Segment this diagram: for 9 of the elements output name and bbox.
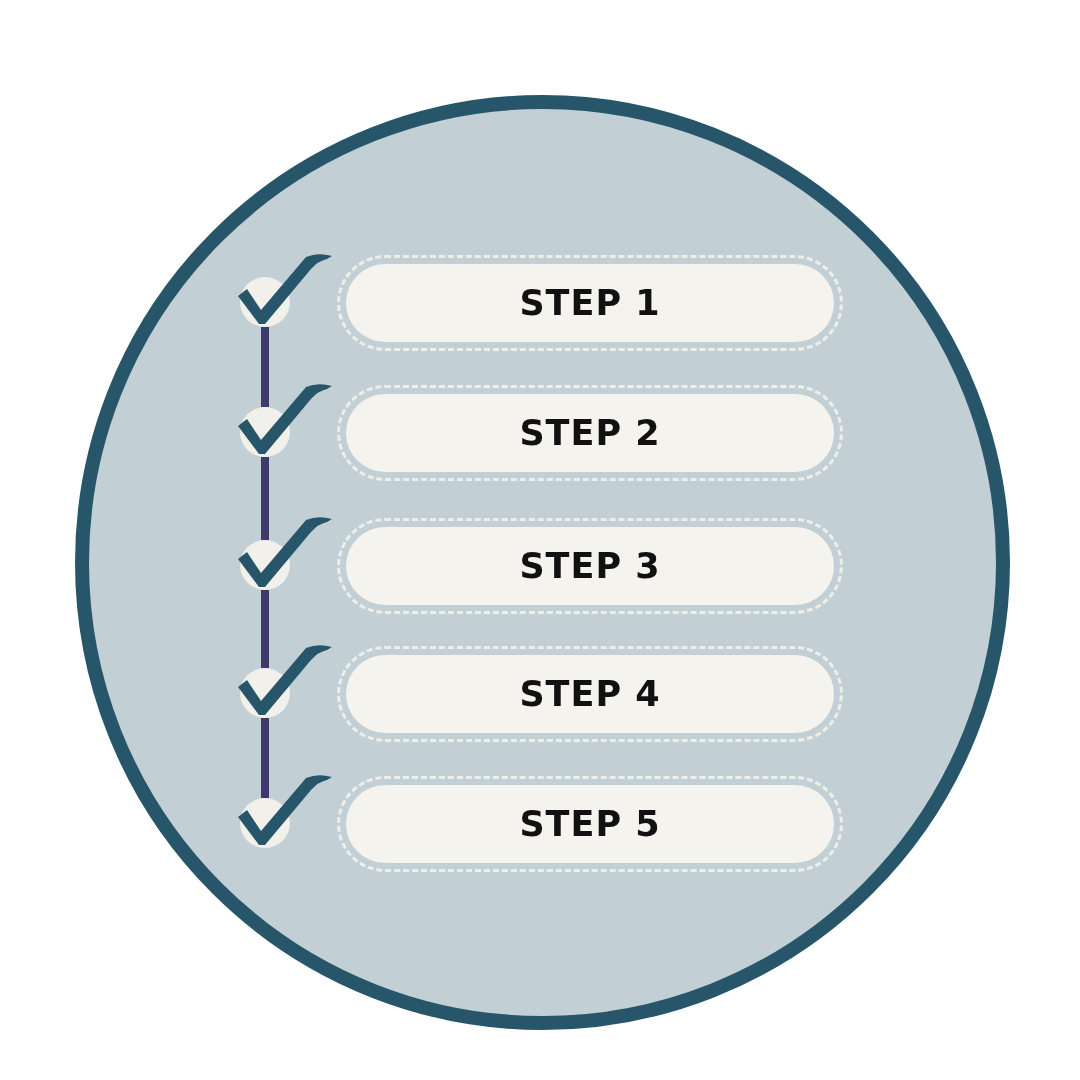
- connector-line: [261, 457, 269, 540]
- step-label: STEP 2: [519, 413, 661, 453]
- connector-line: [261, 718, 269, 798]
- step-label: STEP 5: [519, 804, 661, 844]
- connector-line: [261, 327, 269, 407]
- connector-line: [261, 590, 269, 668]
- step-label: STEP 3: [519, 546, 661, 586]
- step-label: STEP 4: [519, 674, 661, 714]
- step-label: STEP 1: [519, 283, 661, 323]
